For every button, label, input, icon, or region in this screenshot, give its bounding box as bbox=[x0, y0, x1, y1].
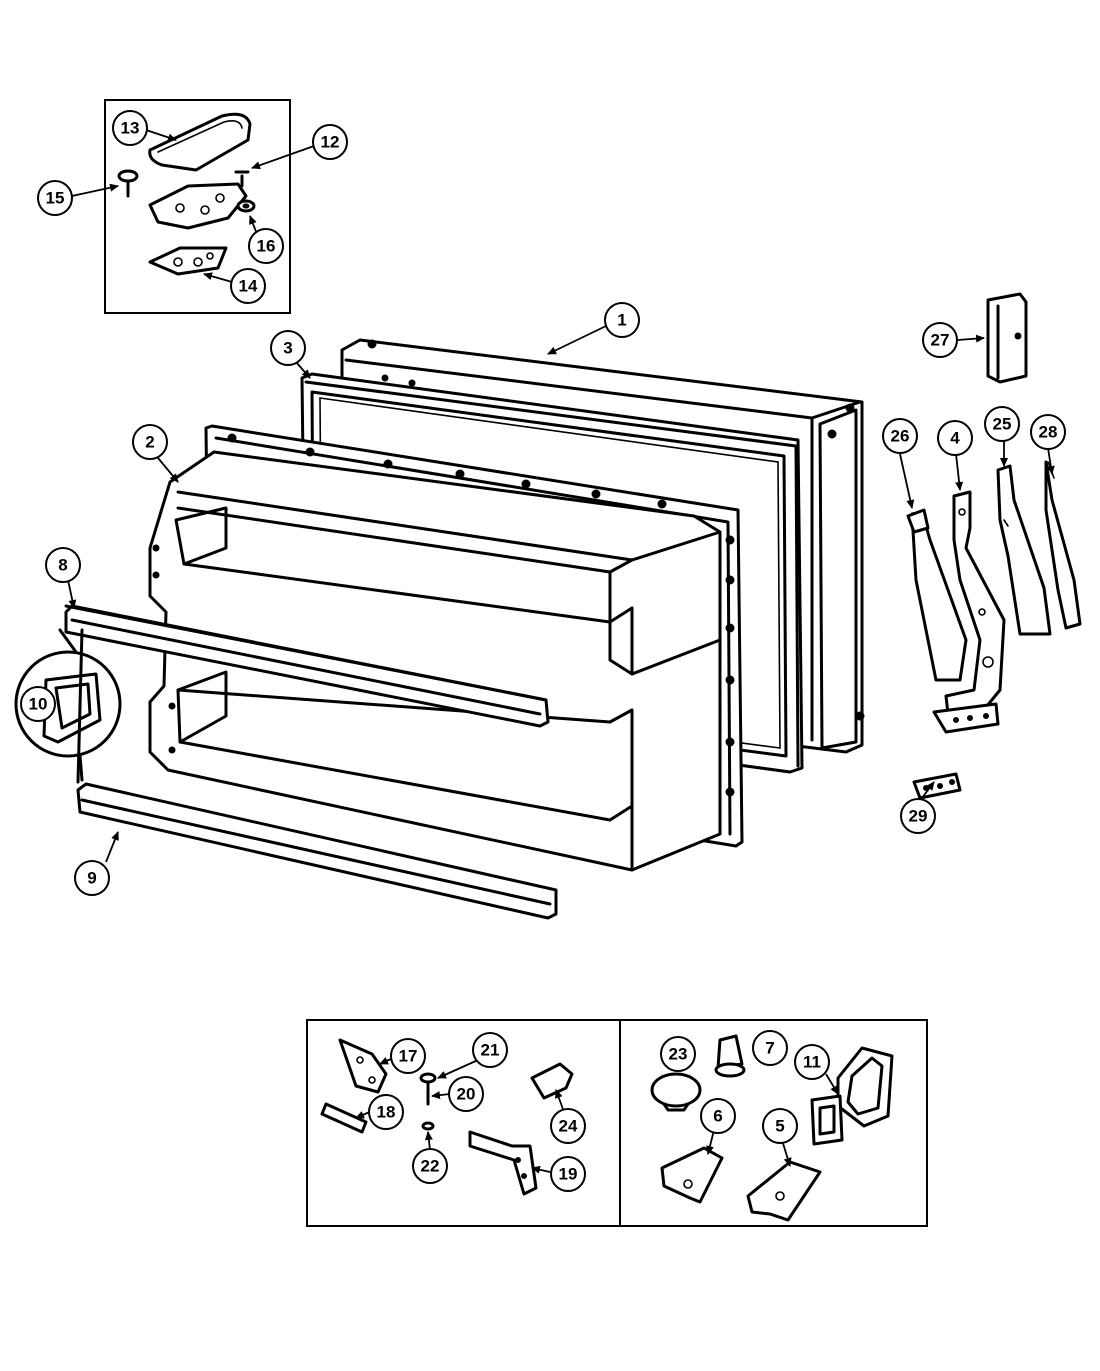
callout-26: 26 bbox=[882, 418, 918, 454]
callout-7: 7 bbox=[752, 1030, 788, 1066]
leader-lines bbox=[67, 129, 1055, 1174]
svg-text:8: 8 bbox=[58, 556, 67, 575]
svg-text:2: 2 bbox=[145, 433, 154, 452]
callout-19: 19 bbox=[550, 1156, 586, 1192]
svg-text:23: 23 bbox=[669, 1045, 688, 1064]
inner-door-liner bbox=[148, 424, 744, 872]
callout-13: 13 bbox=[112, 110, 148, 146]
svg-text:10: 10 bbox=[29, 695, 48, 714]
svg-text:19: 19 bbox=[559, 1165, 578, 1184]
svg-text:1: 1 bbox=[617, 311, 626, 330]
callout-11: 11 bbox=[794, 1044, 830, 1080]
callout-23: 23 bbox=[660, 1036, 696, 1072]
callout-15: 15 bbox=[37, 180, 73, 216]
svg-text:29: 29 bbox=[909, 807, 928, 826]
callout-8: 8 bbox=[45, 547, 81, 583]
svg-text:15: 15 bbox=[46, 189, 65, 208]
svg-text:22: 22 bbox=[421, 1157, 440, 1176]
svg-text:18: 18 bbox=[377, 1103, 396, 1122]
svg-text:25: 25 bbox=[993, 415, 1012, 434]
callout-4: 4 bbox=[937, 420, 973, 456]
svg-text:5: 5 bbox=[775, 1117, 784, 1136]
callout-28: 28 bbox=[1030, 414, 1066, 450]
callout-3: 3 bbox=[270, 330, 306, 366]
callout-17: 17 bbox=[390, 1038, 426, 1074]
callout-9: 9 bbox=[74, 860, 110, 896]
svg-text:27: 27 bbox=[931, 331, 950, 350]
callout-14: 14 bbox=[230, 268, 266, 304]
hardware-panel-left bbox=[306, 1019, 621, 1227]
hinge-plate-part bbox=[148, 182, 248, 230]
svg-text:7: 7 bbox=[765, 1039, 774, 1058]
callout-12: 12 bbox=[312, 124, 348, 160]
callout-29: 29 bbox=[900, 798, 936, 834]
svg-text:24: 24 bbox=[559, 1117, 578, 1136]
svg-text:13: 13 bbox=[121, 119, 140, 138]
svg-text:20: 20 bbox=[457, 1085, 476, 1104]
svg-text:17: 17 bbox=[399, 1047, 418, 1066]
callout-6: 6 bbox=[700, 1098, 736, 1134]
svg-text:28: 28 bbox=[1039, 423, 1058, 442]
callout-1: 1 bbox=[604, 302, 640, 338]
svg-text:9: 9 bbox=[87, 869, 96, 888]
svg-text:12: 12 bbox=[321, 133, 340, 152]
svg-text:14: 14 bbox=[239, 277, 258, 296]
callout-16: 16 bbox=[248, 228, 284, 264]
callout-2: 2 bbox=[132, 424, 168, 460]
door-handle-parts bbox=[906, 292, 1082, 800]
callout-5: 5 bbox=[762, 1108, 798, 1144]
callout-22: 22 bbox=[412, 1148, 448, 1184]
callout-27: 27 bbox=[922, 322, 958, 358]
flange-screw-holes bbox=[152, 433, 735, 797]
callout-20: 20 bbox=[448, 1076, 484, 1112]
hardware-panel-right bbox=[619, 1019, 928, 1227]
callout-18: 18 bbox=[368, 1094, 404, 1130]
hinge-cover-inset bbox=[104, 99, 291, 314]
callout-25: 25 bbox=[984, 406, 1020, 442]
svg-text:3: 3 bbox=[283, 339, 292, 358]
hinge-cover-part bbox=[148, 112, 252, 172]
callout-24: 24 bbox=[550, 1108, 586, 1144]
hinge-shim-part bbox=[148, 246, 228, 276]
svg-text:11: 11 bbox=[803, 1053, 821, 1072]
svg-text:16: 16 bbox=[257, 237, 276, 256]
callout-21: 21 bbox=[472, 1032, 508, 1068]
lower-door-shelf-bar bbox=[76, 628, 558, 920]
svg-text:26: 26 bbox=[891, 427, 910, 446]
callout-10: 10 bbox=[20, 686, 56, 722]
svg-text:4: 4 bbox=[950, 429, 960, 448]
svg-text:6: 6 bbox=[713, 1107, 722, 1126]
svg-text:21: 21 bbox=[481, 1041, 500, 1060]
